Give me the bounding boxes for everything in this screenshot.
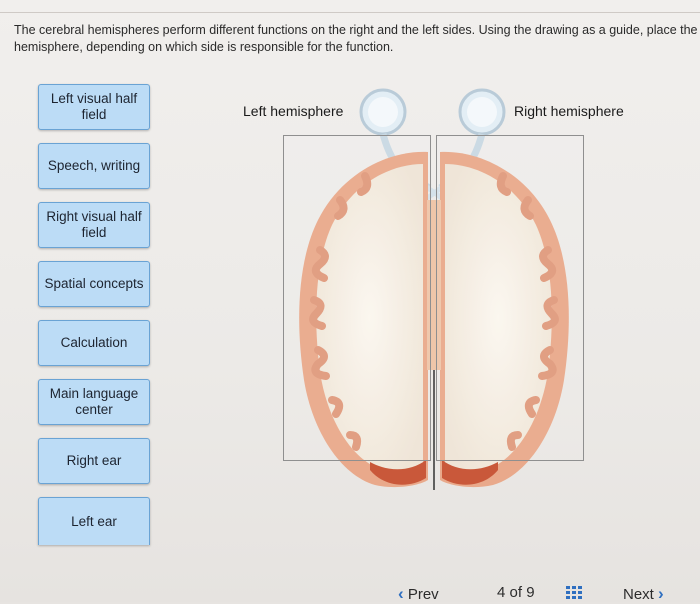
label-left-ear[interactable]: Left ear (38, 497, 150, 545)
chevron-right-icon: › (658, 584, 664, 603)
label-left-visual-half-field[interactable]: Left visual half field (38, 84, 150, 130)
page-total: 9 (526, 584, 535, 601)
label-right-ear[interactable]: Right ear (38, 438, 150, 484)
left-eye-inner (368, 97, 398, 127)
brain-illustration (299, 88, 569, 490)
left-hemisphere-drop-zone[interactable] (283, 135, 431, 461)
top-divider (0, 12, 700, 13)
label-speech-writing[interactable]: Speech, writing (38, 143, 150, 189)
label-calculation[interactable]: Calculation (38, 320, 150, 366)
right-hemisphere-drop-zone[interactable] (436, 135, 584, 461)
page-of: of (509, 584, 523, 601)
right-hemisphere-title: Right hemisphere (514, 103, 624, 119)
grid-icon[interactable] (566, 586, 582, 600)
label-spatial-concepts[interactable]: Spatial concepts (38, 261, 150, 307)
chevron-left-icon: ‹ (398, 584, 404, 603)
right-eye-inner (467, 97, 497, 127)
prev-label: Prev (407, 586, 439, 603)
left-hemisphere-title: Left hemisphere (243, 103, 344, 119)
page-current: 4 (497, 584, 506, 601)
page-indicator: 4 of 9 (497, 584, 535, 601)
right-hemisphere-white-matter (445, 164, 552, 471)
instructions-text: The cerebral hemispheres perform differe… (14, 23, 698, 54)
left-hemisphere-white-matter (316, 164, 423, 471)
next-button[interactable]: Next › (623, 584, 664, 604)
next-label: Next (623, 586, 654, 603)
prev-button[interactable]: ‹ Prev (398, 584, 439, 604)
label-right-visual-half-field[interactable]: Right visual half field (38, 202, 150, 248)
label-main-language-center[interactable]: Main language center (38, 379, 150, 425)
